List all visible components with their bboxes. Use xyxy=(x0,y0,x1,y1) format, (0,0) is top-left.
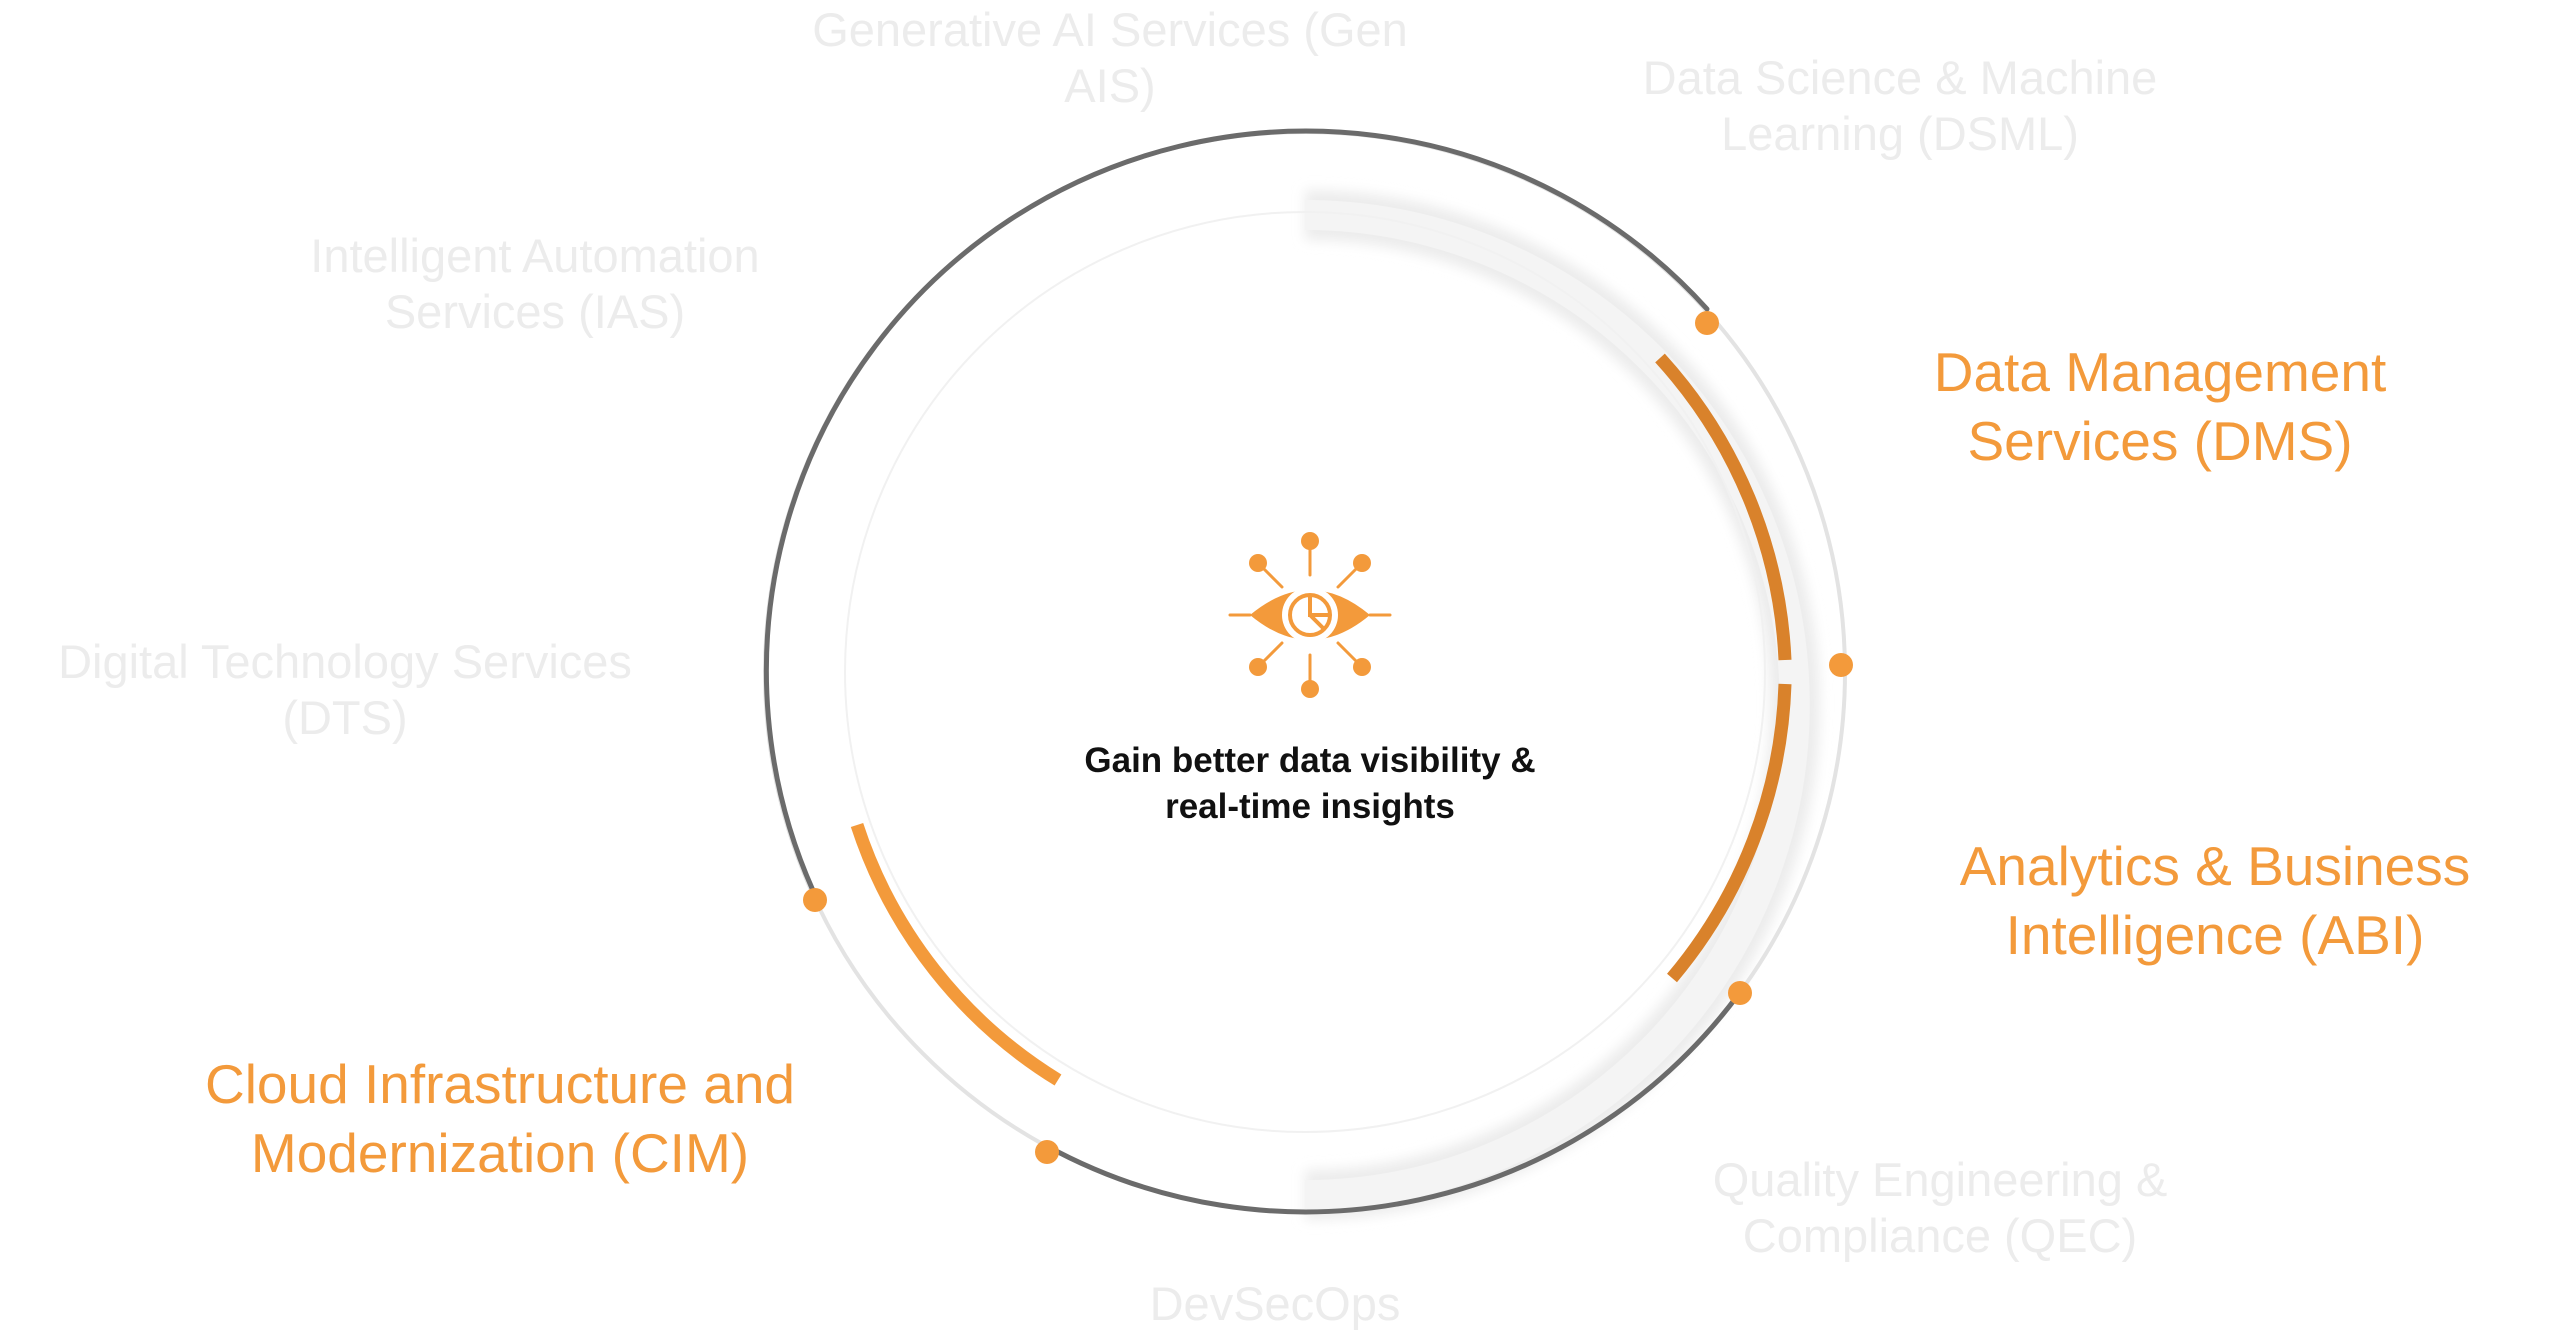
service-label-line1: Data Science & Machine xyxy=(1642,51,2158,104)
eye-chart-icon xyxy=(1228,532,1392,698)
dms-arc xyxy=(1655,353,1792,661)
abi-dot[interactable] xyxy=(1728,981,1752,1005)
service-label-qec[interactable]: Quality Engineering & Compliance (QEC) xyxy=(1640,1152,2240,1265)
inner-ring xyxy=(844,211,1766,1133)
service-label-line2: AIS) xyxy=(1064,59,1156,113)
outer-ring-dark-bottom xyxy=(1042,992,1741,1215)
abi-arc xyxy=(1667,683,1792,983)
service-label-line2: Modernization (CIM) xyxy=(250,1121,750,1184)
service-label-line2: Services (IAS) xyxy=(384,285,686,339)
service-label-ias[interactable]: Intelligent Automation Services (IAS) xyxy=(260,228,810,341)
cim-dot-bottom[interactable] xyxy=(1035,1140,1059,1164)
cim-dot-left[interactable] xyxy=(803,888,827,912)
service-label-line2: Learning (DSML) xyxy=(1721,107,2079,161)
service-label-line1: Analytics & Business xyxy=(1959,835,2471,897)
service-label-line1: Intelligent Automation xyxy=(310,229,760,282)
service-label-dms[interactable]: Data Management Services (DMS) xyxy=(1860,338,2460,476)
service-label-dts[interactable]: Digital Technology Services (DTS) xyxy=(10,634,680,747)
inner-shadow xyxy=(1304,190,1820,1220)
service-label-line2: Compliance (QEC) xyxy=(1742,1209,2138,1263)
service-label-devsecops[interactable]: DevSecOps xyxy=(1075,1276,1475,1332)
service-label-line2: (DTS) xyxy=(282,691,408,745)
service-label-line1: Generative AI Services (Gen xyxy=(812,3,1408,56)
service-label-line1: DevSecOps xyxy=(1149,1277,1401,1330)
service-label-abi[interactable]: Analytics & Business Intelligence (ABI) xyxy=(1880,832,2550,970)
service-label-line2: Intelligence (ABI) xyxy=(2005,903,2425,966)
center-caption-line1: Gain better data visibility & xyxy=(1084,741,1536,780)
dms-dot-top[interactable] xyxy=(1695,311,1719,335)
service-label-gen-ais[interactable]: Generative AI Services (Gen AIS) xyxy=(780,2,1440,115)
cim-arc xyxy=(850,822,1062,1086)
service-label-dsml[interactable]: Data Science & Machine Learning (DSML) xyxy=(1600,50,2200,163)
outer-ring-dark-top xyxy=(763,128,1710,898)
service-label-cim[interactable]: Cloud Infrastructure and Modernization (… xyxy=(150,1050,850,1188)
center-caption: Gain better data visibility & real-time … xyxy=(1010,738,1610,830)
service-label-line1: Data Management xyxy=(1933,341,2387,403)
service-label-line2: Services (DMS) xyxy=(1967,409,2353,472)
service-label-line1: Cloud Infrastructure and xyxy=(204,1053,796,1115)
dms-dot-right[interactable] xyxy=(1829,653,1853,677)
service-label-line1: Quality Engineering & xyxy=(1712,1153,2168,1206)
service-label-line1: Digital Technology Services xyxy=(58,635,632,688)
center-caption-line2: real-time insights xyxy=(1165,787,1455,827)
